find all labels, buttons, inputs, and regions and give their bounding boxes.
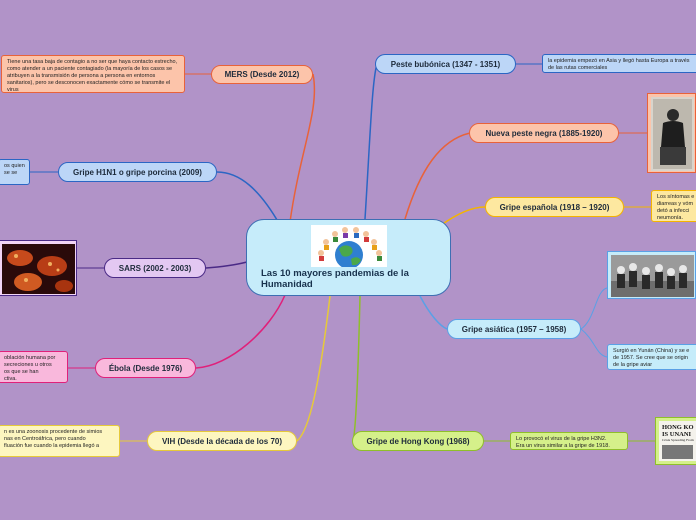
note-vih: n es una zoonosis procedente de simios n… [0,425,120,457]
gripe-asiatica-photo [607,251,696,299]
note-bubonica: la epidemia empezó en Asia y llegó hasta… [542,54,696,73]
link-sars [205,261,248,269]
topic-hongkong[interactable]: Gripe de Hong Kong (1968) [352,431,484,451]
topic-vih[interactable]: VIH (Desde la década de los 70) [147,431,297,451]
topic-negra[interactable]: Nueva peste negra (1885-1920) [469,123,619,143]
note-espanola: Los síntomas e diarreas y vóm detó a inf… [651,190,696,222]
link-bubonica [364,63,378,220]
link-mers [289,73,316,223]
topic-mers[interactable]: MERS (Desde 2012) [211,65,313,84]
central-topic[interactable]: Las 10 mayores pandemias de la Humanidad [246,219,451,296]
central-title: Las 10 mayores pandemias de la Humanidad [261,268,409,290]
topic-asiatica[interactable]: Gripe asiática (1957 – 1958) [447,319,581,339]
link-espanola [439,206,486,227]
newspaper-photo [662,445,693,459]
topic-sars[interactable]: SARS (2002 - 2003) [104,258,206,278]
link-vih [296,295,331,442]
newspaper-headline-1: HONG KO [662,424,694,431]
link-h1n1 [216,171,281,226]
topic-h1n1[interactable]: Gripe H1N1 o gripe porcina (2009) [58,162,217,182]
link-asiatica-note [580,328,608,358]
link-negra [404,132,471,220]
note-ebola: oblación humana por secreciones u otros … [0,351,68,383]
sars-virus-image [0,240,77,296]
nueva-peste-negra-photo [647,93,696,173]
link-ebola [195,294,286,369]
note-mers: Tiene una tasa baja de contagio a no ser… [1,55,185,93]
hongkong-newspaper-image: HONG KO IS UNANI Crisis Spreading From [655,417,696,465]
link-asiatica-photo [580,287,608,330]
newspaper-subheadline: Crisis Spreading From [662,438,694,442]
link-hongkong [352,295,361,442]
note-asiatica: Surgió en Yunán (China) y se e de 1957. … [607,344,696,370]
globe-people-image [311,225,387,269]
newspaper-headline-2: IS UNANI [662,431,692,438]
note-h1n1: os quien se se [0,159,30,185]
topic-ebola[interactable]: Ébola (Desde 1976) [95,358,196,378]
link-asiatica [419,295,448,330]
topic-bubonica[interactable]: Peste bubónica (1347 - 1351) [375,54,516,74]
note-hongkong: Lo provocó el virus de la gripe H3N2. Er… [510,432,628,450]
topic-espanola[interactable]: Gripe española (1918 – 1920) [485,197,624,217]
